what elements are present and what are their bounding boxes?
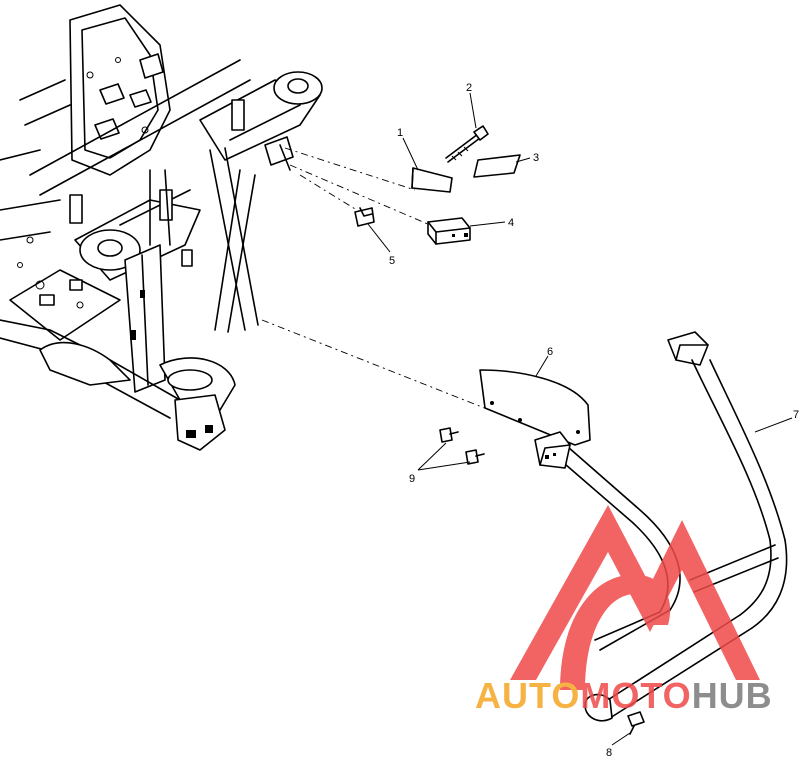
part-3-label <box>473 154 521 178</box>
part-4-block <box>427 217 471 245</box>
callout-1: 1 <box>397 127 403 139</box>
leader-lines <box>367 92 793 746</box>
part-8-screw <box>627 711 645 735</box>
callout-8: 8 <box>606 747 612 759</box>
callout-7: 7 <box>793 409 799 421</box>
callout-4: 4 <box>508 217 514 229</box>
callout-6: 6 <box>547 346 553 358</box>
part-9-rivets <box>439 427 485 465</box>
watermark-logo: AUTOMOTOHUB <box>475 505 773 716</box>
watermark-auto: AUTO <box>475 675 580 716</box>
callout-labels: 1 2 3 4 5 6 7 8 9 <box>389 82 799 759</box>
part-6-plate <box>479 369 591 446</box>
callout-5: 5 <box>389 255 395 267</box>
watermark-moto: MOTO <box>580 675 691 716</box>
frame-assembly <box>0 4 323 451</box>
part-1-plate <box>411 167 453 193</box>
part-5-clip <box>354 207 375 227</box>
callout-3: 3 <box>533 152 539 164</box>
watermark-triangle-icon <box>510 505 760 690</box>
callout-2: 2 <box>466 82 472 94</box>
part-2-bolt <box>445 125 489 163</box>
watermark-hub: HUB <box>692 675 773 716</box>
callout-9: 9 <box>409 473 415 485</box>
svg-text:AUTOMOTOHUB: AUTOMOTOHUB <box>475 675 773 716</box>
